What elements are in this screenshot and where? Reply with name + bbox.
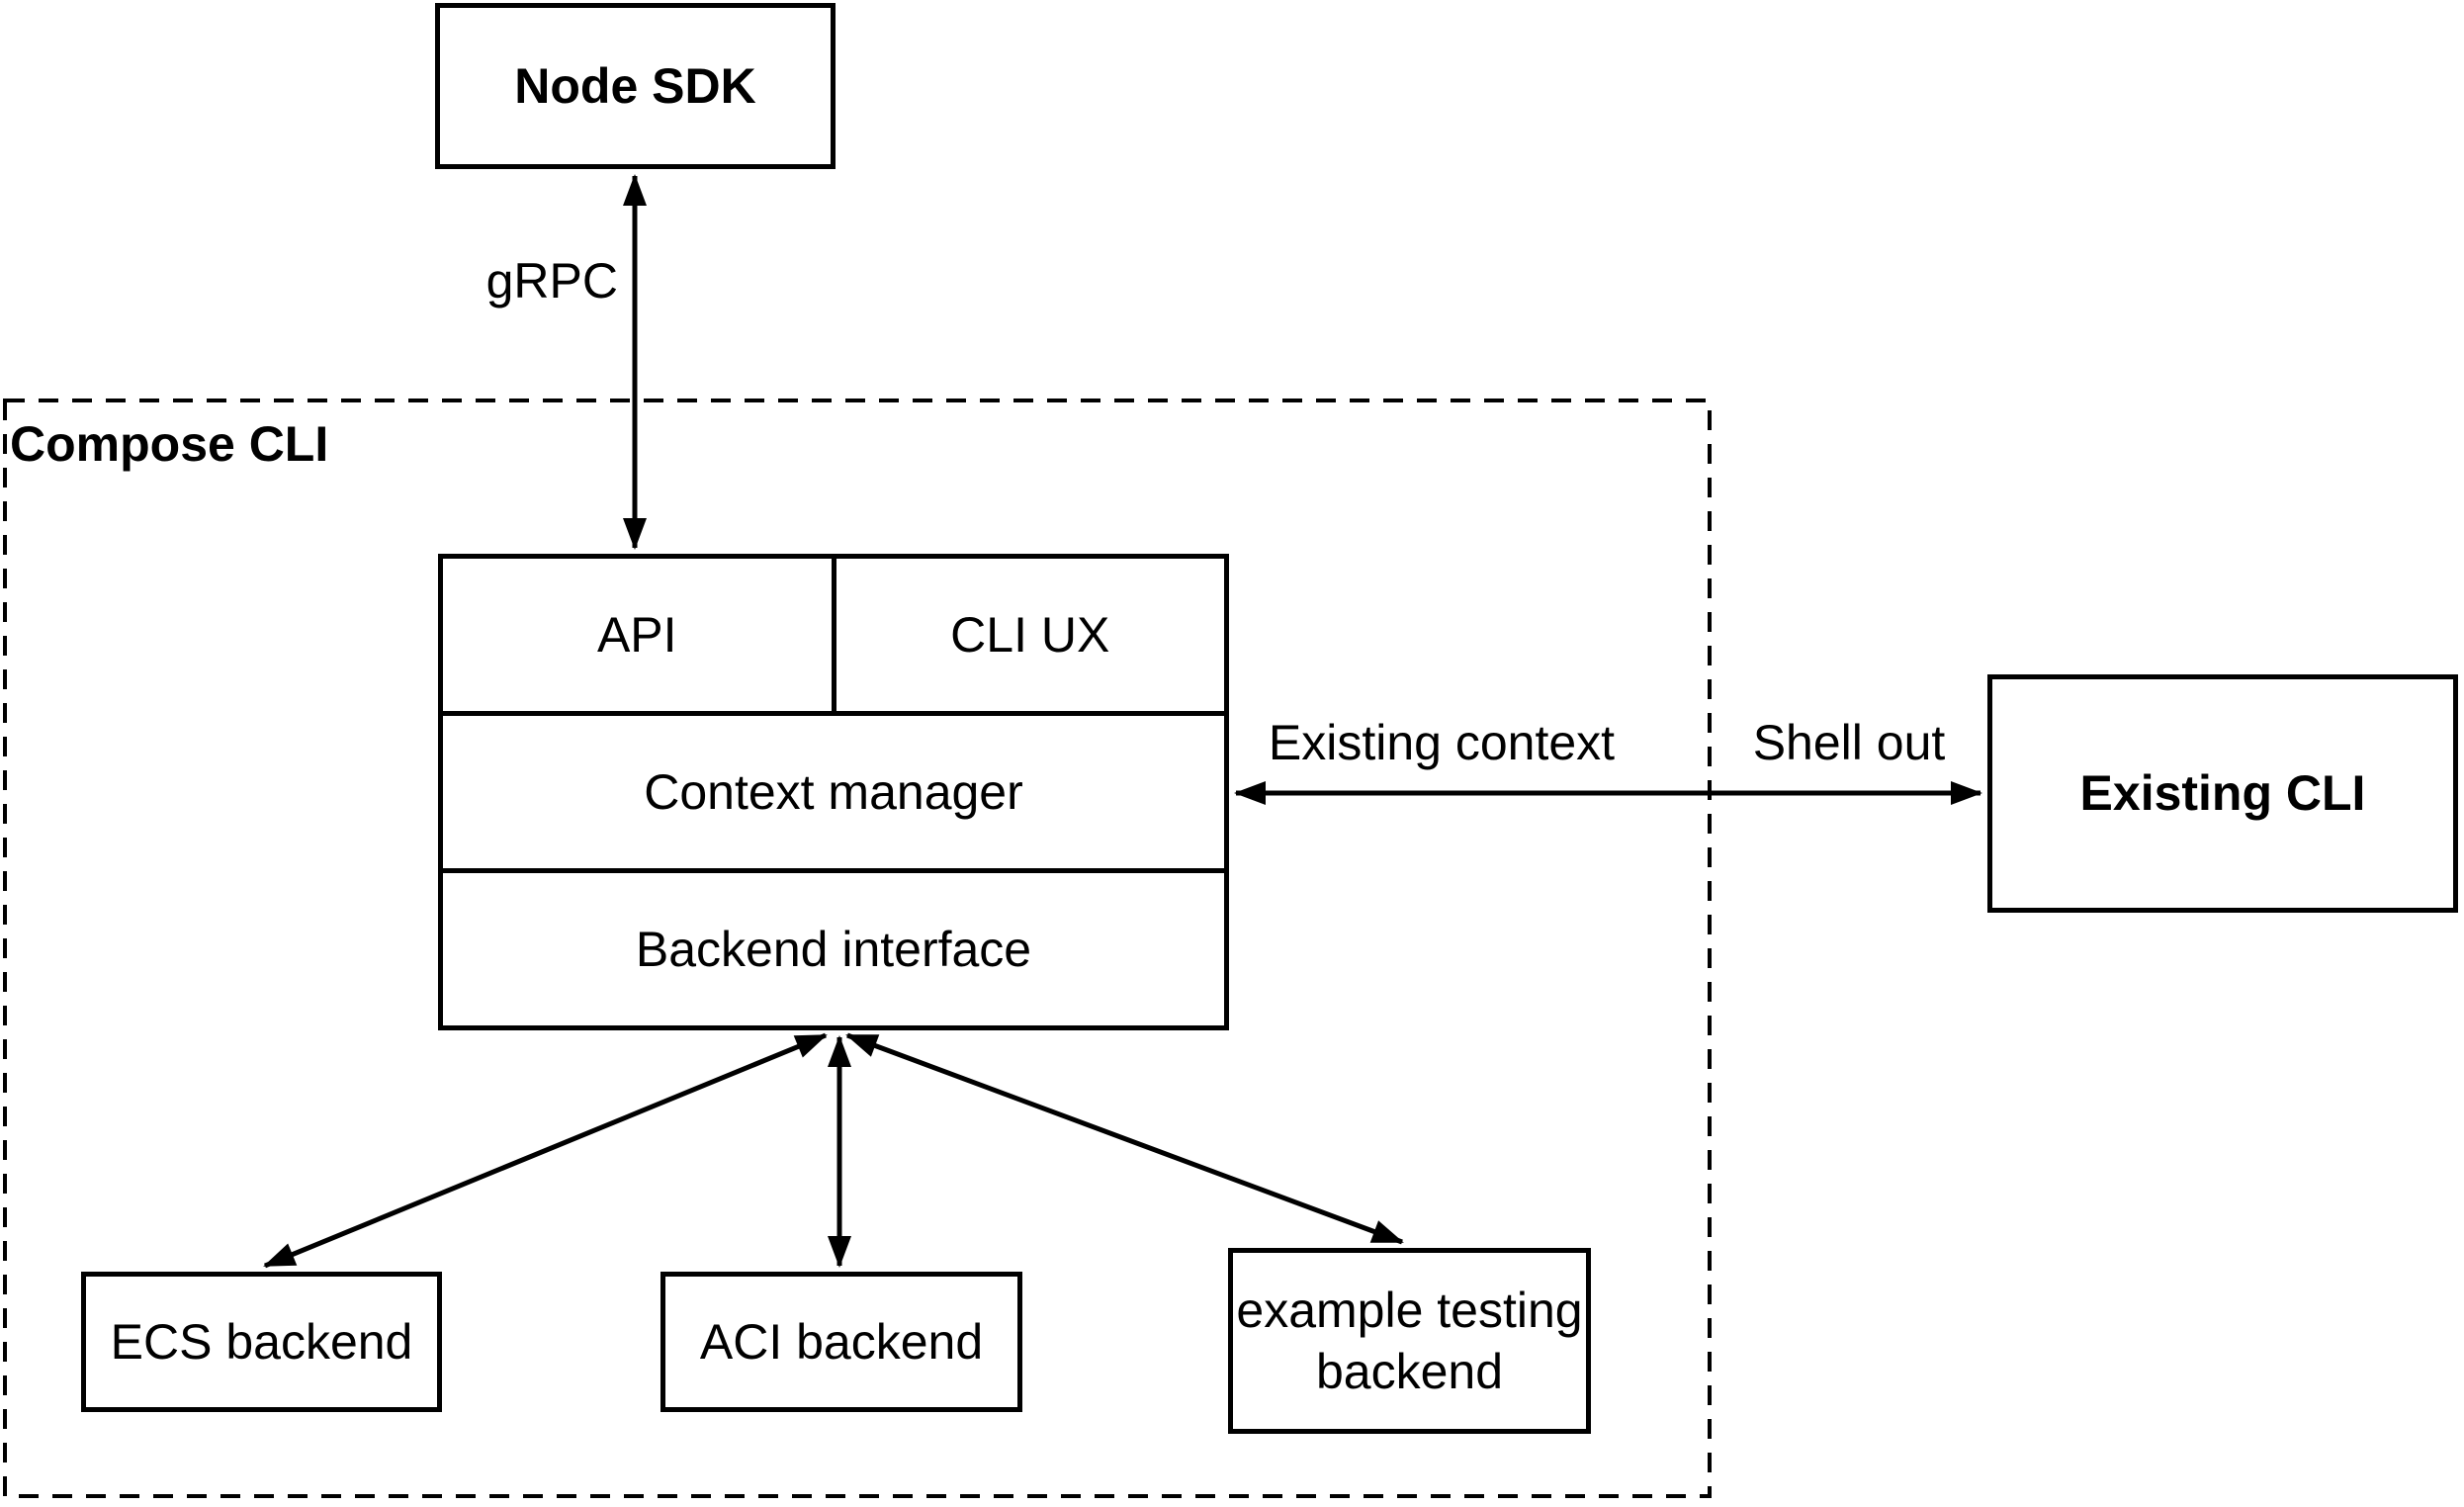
compose-cli-group-label: Compose CLI [10, 416, 329, 472]
existing-context-edge-label: Existing context [1268, 715, 1616, 770]
shell-out-edge-label: Shell out [1752, 715, 1946, 770]
existing-cli-box: Existing CLI [1987, 674, 2458, 913]
ecs-backend-box: ECS backend [81, 1272, 442, 1412]
cli-ux-cell: CLI UX [831, 559, 1225, 711]
backend-interface-cell: Backend interface [443, 868, 1224, 1025]
api-cell: API [596, 607, 677, 663]
ecs-backend-arrow [263, 1032, 828, 1269]
grpc-edge-label: gRPC [485, 253, 618, 309]
example-backend-arrow [845, 1032, 1404, 1245]
compose-cli-core-box: API CLI UX Context manager Backend inter… [438, 554, 1229, 1030]
node-sdk-box: Node SDK [435, 3, 836, 169]
context-manager-cell: Context manager [443, 711, 1224, 868]
api-cli-ux-row: API CLI UX [443, 559, 1224, 711]
aci-backend-box: ACI backend [660, 1272, 1022, 1412]
example-testing-backend-box: example testing backend [1228, 1248, 1591, 1434]
